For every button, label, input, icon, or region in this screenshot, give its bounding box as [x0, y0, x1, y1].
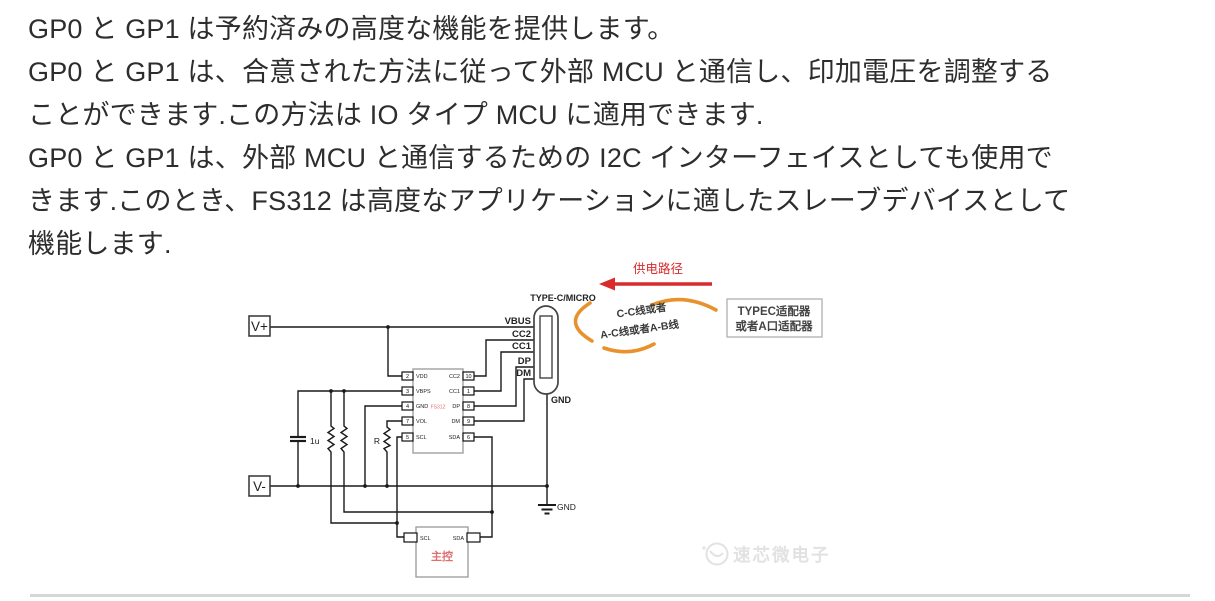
ic-fs312: FS312 2 3 4 7 5 VDD VBPS GND	[401, 368, 475, 454]
pin-num: 7	[406, 419, 409, 425]
intro-line-2: GP0 と GP1 は、合意された方法に従って外部 MCU と通信し、印加電圧を…	[28, 57, 1053, 87]
pin-num: 8	[467, 404, 470, 410]
schematic-wires	[270, 326, 548, 538]
pin-num: 10	[465, 374, 471, 380]
pin-label: VBPS	[416, 389, 431, 395]
cable-note-line1: C-C线或者	[616, 301, 668, 321]
pin-label: SCL	[416, 435, 427, 441]
pin-label: VOL	[416, 419, 427, 425]
cable-note: C-C线或者 A-C线或者A-B线	[599, 301, 680, 342]
cable-note-line2: A-C线或者A-B线	[599, 318, 680, 342]
watermark-text: 速芯微电子	[733, 545, 831, 565]
left-arrow-icon	[599, 277, 712, 291]
adapter-label-line2: 或者A口适配器	[735, 319, 813, 333]
junction-dots	[296, 325, 549, 525]
signal-cc2: CC2	[512, 329, 531, 340]
mcu-box: SCL SDA 主控	[403, 526, 481, 578]
mcu-label: 主控	[431, 549, 453, 563]
ic-left-pins: 2 3 4 7 5 VDD VBPS GND VOL SCL	[401, 371, 431, 442]
pin-label: SDA	[449, 435, 461, 441]
watermark: 速芯微电子	[702, 542, 831, 566]
resistor-label: R	[374, 436, 380, 446]
power-path-label: 供电路径	[633, 261, 683, 276]
vminus-label: V-	[253, 479, 266, 494]
adapter-box: TYPEC适配器 或者A口适配器	[726, 298, 823, 338]
intro-line-4: GP0 と GP1 は、外部 MCU と通信するための I2C インターフェイス…	[28, 143, 1053, 173]
pin-num: 1	[467, 389, 470, 395]
vplus-terminal: V+	[248, 315, 271, 337]
pin-num: 3	[406, 389, 409, 395]
pin-num: 4	[406, 404, 409, 410]
adapter-label-line1: TYPEC适配器	[738, 304, 811, 318]
pin-num: 9	[467, 419, 470, 425]
signal-cc1: CC1	[512, 341, 532, 352]
connector-title: TYPE-C/MICRO	[530, 293, 596, 303]
watermark-logo-icon	[702, 542, 729, 566]
capacitor-icon	[290, 435, 306, 443]
vminus-terminal: V-	[248, 475, 271, 497]
pin-label: CC2	[449, 374, 460, 380]
pin-label: DP	[452, 404, 460, 410]
intro-line-1: GP0 と GP1 は予約済みの高度な機能を提供します。	[28, 14, 675, 44]
intro-line-5: きます.このとき、FS312 は高度なアプリケーションに適したスレーブデバイスと…	[28, 186, 1071, 216]
intro-line-6: 機能します.	[28, 229, 172, 259]
vplus-label: V+	[251, 319, 268, 334]
signal-dm: DM	[516, 368, 531, 379]
cable-swoosh-icon	[573, 297, 718, 354]
pin-label: CC1	[449, 389, 460, 395]
connector-signal-labels: VBUS CC2 CC1 DP DM	[505, 316, 532, 379]
capacitor-value: 1u	[310, 436, 320, 446]
usb-connector: TYPE-C/MICRO GND	[530, 293, 596, 405]
bottom-divider	[30, 594, 1190, 597]
intro-line-3: ことができます.この方法は IO タイプ MCU に適用できます.	[28, 100, 764, 130]
pin-num: 5	[406, 435, 409, 441]
mcu-scl-label: SCL	[420, 536, 431, 542]
pin-num: 6	[467, 435, 470, 441]
ground-symbol-icon	[538, 504, 556, 515]
ic-right-pins: 10 1 8 9 6 CC2 CC1 DP DM SDA	[449, 371, 475, 442]
ground-label: GND	[557, 502, 576, 512]
connector-gnd-label: GND	[551, 395, 572, 405]
signal-vbus: VBUS	[505, 316, 531, 327]
mcu-sda-label: SDA	[453, 536, 465, 542]
pin-num: 2	[406, 374, 409, 380]
power-path-annotation: 供电路径	[599, 261, 712, 291]
pin-label: DM	[451, 419, 460, 425]
signal-dp: DP	[518, 356, 532, 367]
ic-name: FS312	[431, 405, 446, 411]
intro-paragraph: GP0 と GP1 は予約済みの高度な機能を提供します。 GP0 と GP1 は…	[28, 8, 1088, 266]
pin-label: VDD	[416, 374, 428, 380]
pin-label: GND	[416, 404, 428, 410]
